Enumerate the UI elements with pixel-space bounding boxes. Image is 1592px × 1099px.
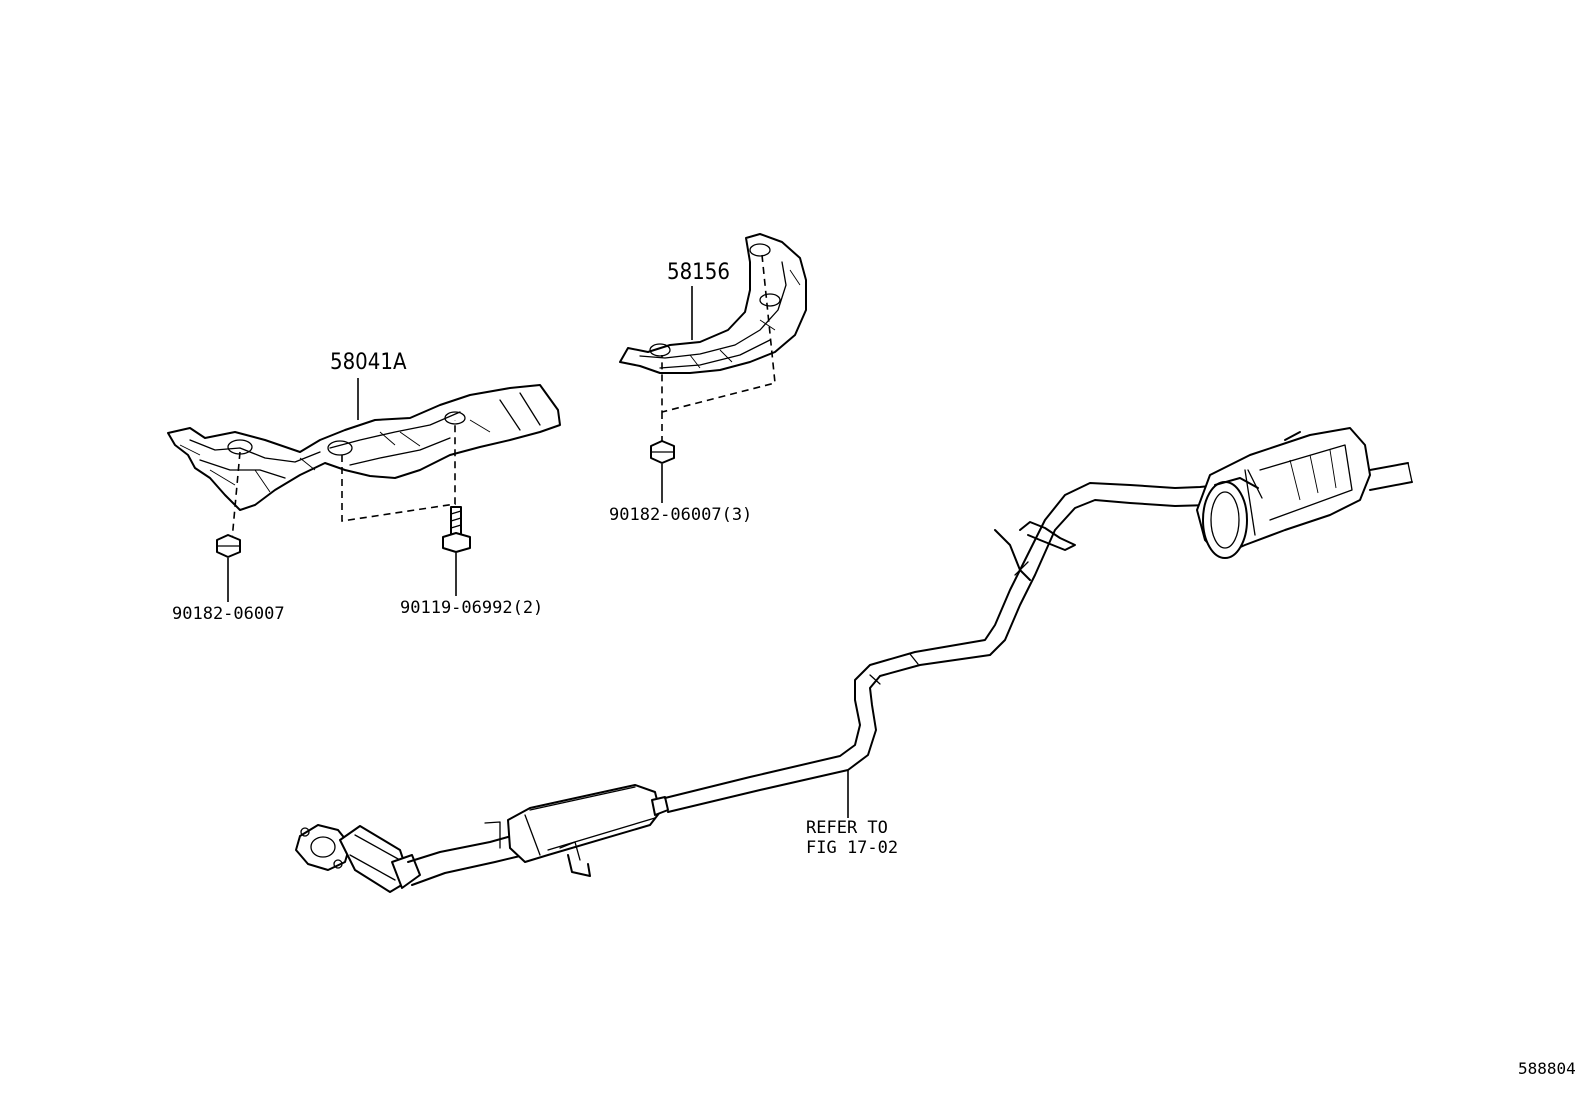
- refer-to-text-line2[interactable]: FIG 17-02: [806, 838, 899, 858]
- fastener-dashline-front: [231, 451, 241, 541]
- fastener-dashline-rear: [661, 254, 776, 445]
- part-label-nut-left[interactable]: 90182-06007: [172, 604, 285, 624]
- fastener-dashline-front-2: [341, 420, 456, 522]
- nut-left[interactable]: [216, 534, 241, 558]
- bolt[interactable]: [442, 506, 471, 553]
- heat-insulator-rear[interactable]: [619, 233, 807, 374]
- part-label-nut-right[interactable]: 90182-06007(3): [609, 505, 753, 525]
- nut-right[interactable]: [650, 440, 675, 464]
- heat-insulator-front[interactable]: [167, 384, 561, 511]
- part-label-58041a[interactable]: 58041A: [330, 350, 407, 375]
- part-label-58156[interactable]: 58156: [667, 260, 730, 285]
- part-label-bolt[interactable]: 90119-06992(2): [400, 598, 544, 618]
- diagram-id: 588804: [1518, 1059, 1576, 1078]
- refer-to-text-line1[interactable]: REFER TO: [806, 818, 888, 838]
- exhaust-pipe-assembly[interactable]: [295, 427, 1413, 893]
